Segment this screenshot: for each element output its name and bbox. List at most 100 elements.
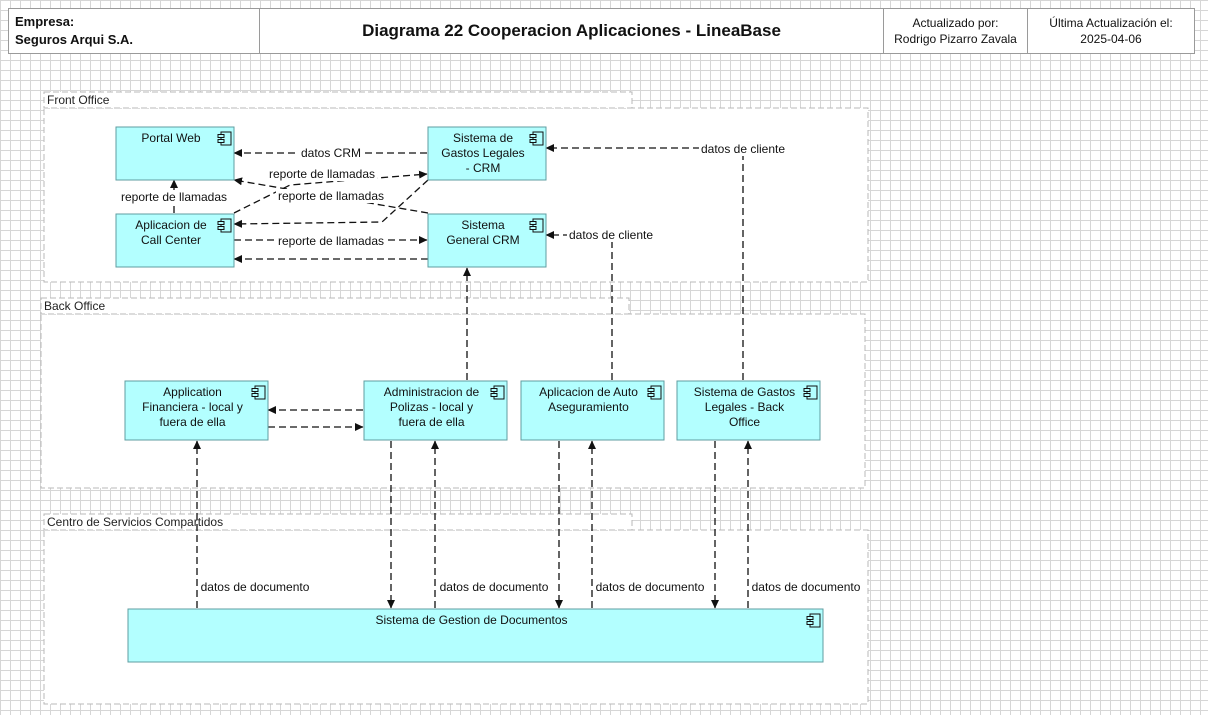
flow-f18-label-bg [749, 580, 863, 594]
header-updated-by-cell: Actualizado por: Rodrigo Pizarro Zavala [883, 8, 1028, 54]
component-polizas-label: Administracion de [384, 385, 480, 399]
component-financiera-label: fuera de ella [159, 415, 225, 429]
component-gastos_crm-label: Gastos Legales [441, 146, 524, 160]
flow-f2-label: reporte de llamadas [269, 167, 375, 181]
flow-f18: datos de documento [744, 440, 863, 608]
flow-f3: reporte de llamadas [233, 177, 429, 214]
flow-f4-line [233, 179, 429, 228]
flow-f14-label: datos de documento [440, 580, 549, 594]
zone-front-tab [43, 91, 633, 109]
component-gastos_back-label: Legales - Back [705, 400, 785, 414]
component-crm-label: General CRM [446, 233, 519, 247]
component-docs-box[interactable] [127, 608, 824, 663]
header-company-cell: Empresa: Seguros Arqui S.A. [8, 8, 260, 54]
flow-f16-label-bg [593, 580, 707, 594]
flow-f8-label: datos de cliente [569, 228, 653, 242]
flow-f5: reporte de llamadas [234, 234, 428, 248]
updated-by-name: Rodrigo Pizarro Zavala [894, 32, 1017, 46]
flow-f7-label: datos de cliente [701, 142, 785, 156]
flow-f9-label-group: reporte de llamadas [118, 190, 230, 204]
zone-back-label: Back Office [44, 299, 105, 313]
flow-f14: datos de documento [431, 440, 551, 608]
component-docs[interactable]: Sistema de Gestion de Documentos [127, 608, 824, 663]
component-crm-label: Sistema [461, 218, 505, 232]
flow-f7-label-bg [698, 142, 788, 156]
flow-f9-label-bg [118, 190, 230, 204]
flow-f5-label: reporte de llamadas [278, 234, 384, 248]
component-portal-box[interactable] [115, 126, 235, 181]
component-gastos_back-label: Sistema de Gastos [694, 385, 795, 399]
component-icon [251, 385, 266, 400]
component-icon [217, 218, 232, 233]
component-auto-label: Aplicacion de Auto [539, 385, 638, 399]
last-update-label: Última Actualización el: [1049, 16, 1173, 30]
component-gastos_back-box[interactable] [676, 380, 821, 441]
component-financiera-label: Application [163, 385, 222, 399]
component-icon [529, 218, 544, 233]
header-title-cell: Diagrama 22 Cooperacion Aplicaciones - L… [259, 8, 884, 54]
component-callcenter-label: Aplicacion de [135, 218, 207, 232]
zone-front-label: Front Office [47, 93, 110, 107]
component-crm-box[interactable] [427, 213, 547, 268]
flow-f2: reporte de llamadas [233, 167, 428, 214]
flow-f1: datos CRM [233, 146, 427, 160]
company-name: Seguros Arqui S.A. [15, 32, 133, 47]
company-label: Empresa: [15, 14, 75, 29]
component-callcenter-box[interactable] [115, 213, 235, 268]
flow-f8: datos de cliente [545, 228, 656, 380]
flow-f7: datos de cliente [545, 142, 788, 380]
flow-f2-line [233, 170, 428, 214]
component-gastos_back-label: Office [729, 415, 760, 429]
component-icon [217, 131, 232, 146]
flow-f1-label-bg [298, 146, 364, 160]
component-gastos_crm-label: - CRM [466, 161, 501, 175]
flow-f9-label: reporte de llamadas [121, 190, 227, 204]
component-icon [647, 385, 662, 400]
flow-f16: datos de documento [588, 440, 707, 608]
component-auto-label: Aseguramiento [548, 400, 629, 414]
component-docs-label: Sistema de Gestion de Documentos [375, 613, 567, 627]
flow-f4 [233, 179, 429, 228]
flow-f16-label: datos de documento [596, 580, 705, 594]
updated-by-label: Actualizado por: [912, 16, 999, 30]
header-last-update-cell: Última Actualización el: 2025-04-06 [1027, 8, 1195, 54]
component-callcenter-label: Call Center [141, 233, 201, 247]
component-polizas-label: Polizas - local y [390, 400, 473, 414]
flow-f12-label: datos de documento [201, 580, 310, 594]
component-polizas-box[interactable] [363, 380, 508, 441]
component-icon [529, 131, 544, 146]
component-gastos_crm-label: Sistema de [453, 131, 513, 145]
flow-f12-label-bg [198, 580, 312, 594]
component-gastos_crm-box[interactable] [427, 126, 547, 181]
flow-f18-label: datos de documento [752, 580, 861, 594]
component-polizas-label: fuera de ella [398, 415, 464, 429]
component-portal-label: Portal Web [141, 131, 200, 145]
component-financiera-box[interactable] [124, 380, 269, 441]
component-portal[interactable]: Portal Web [115, 126, 235, 181]
component-auto-box[interactable] [520, 380, 665, 441]
flow-f3-label: reporte de llamadas [278, 189, 384, 203]
flow-f14-label-bg [437, 580, 551, 594]
flow-f2-label-bg [266, 167, 378, 181]
component-icon [803, 385, 818, 400]
component-icon [806, 613, 821, 628]
flow-f3-label-bg [275, 189, 387, 203]
component-icon [490, 385, 505, 400]
flows-layer: datos CRM reporte de llamadas reporte de l… [118, 142, 863, 609]
zone-shared-label: Centro de Servicios Compartidos [47, 515, 223, 529]
flow-f1-label: datos CRM [301, 146, 361, 160]
last-update-date: 2025-04-06 [1080, 32, 1142, 46]
zone-back-tab [40, 297, 630, 315]
flow-f8-label-bg [566, 228, 656, 242]
flow-f5-label-bg [275, 234, 387, 248]
flow-f12: datos de documento [193, 440, 312, 608]
